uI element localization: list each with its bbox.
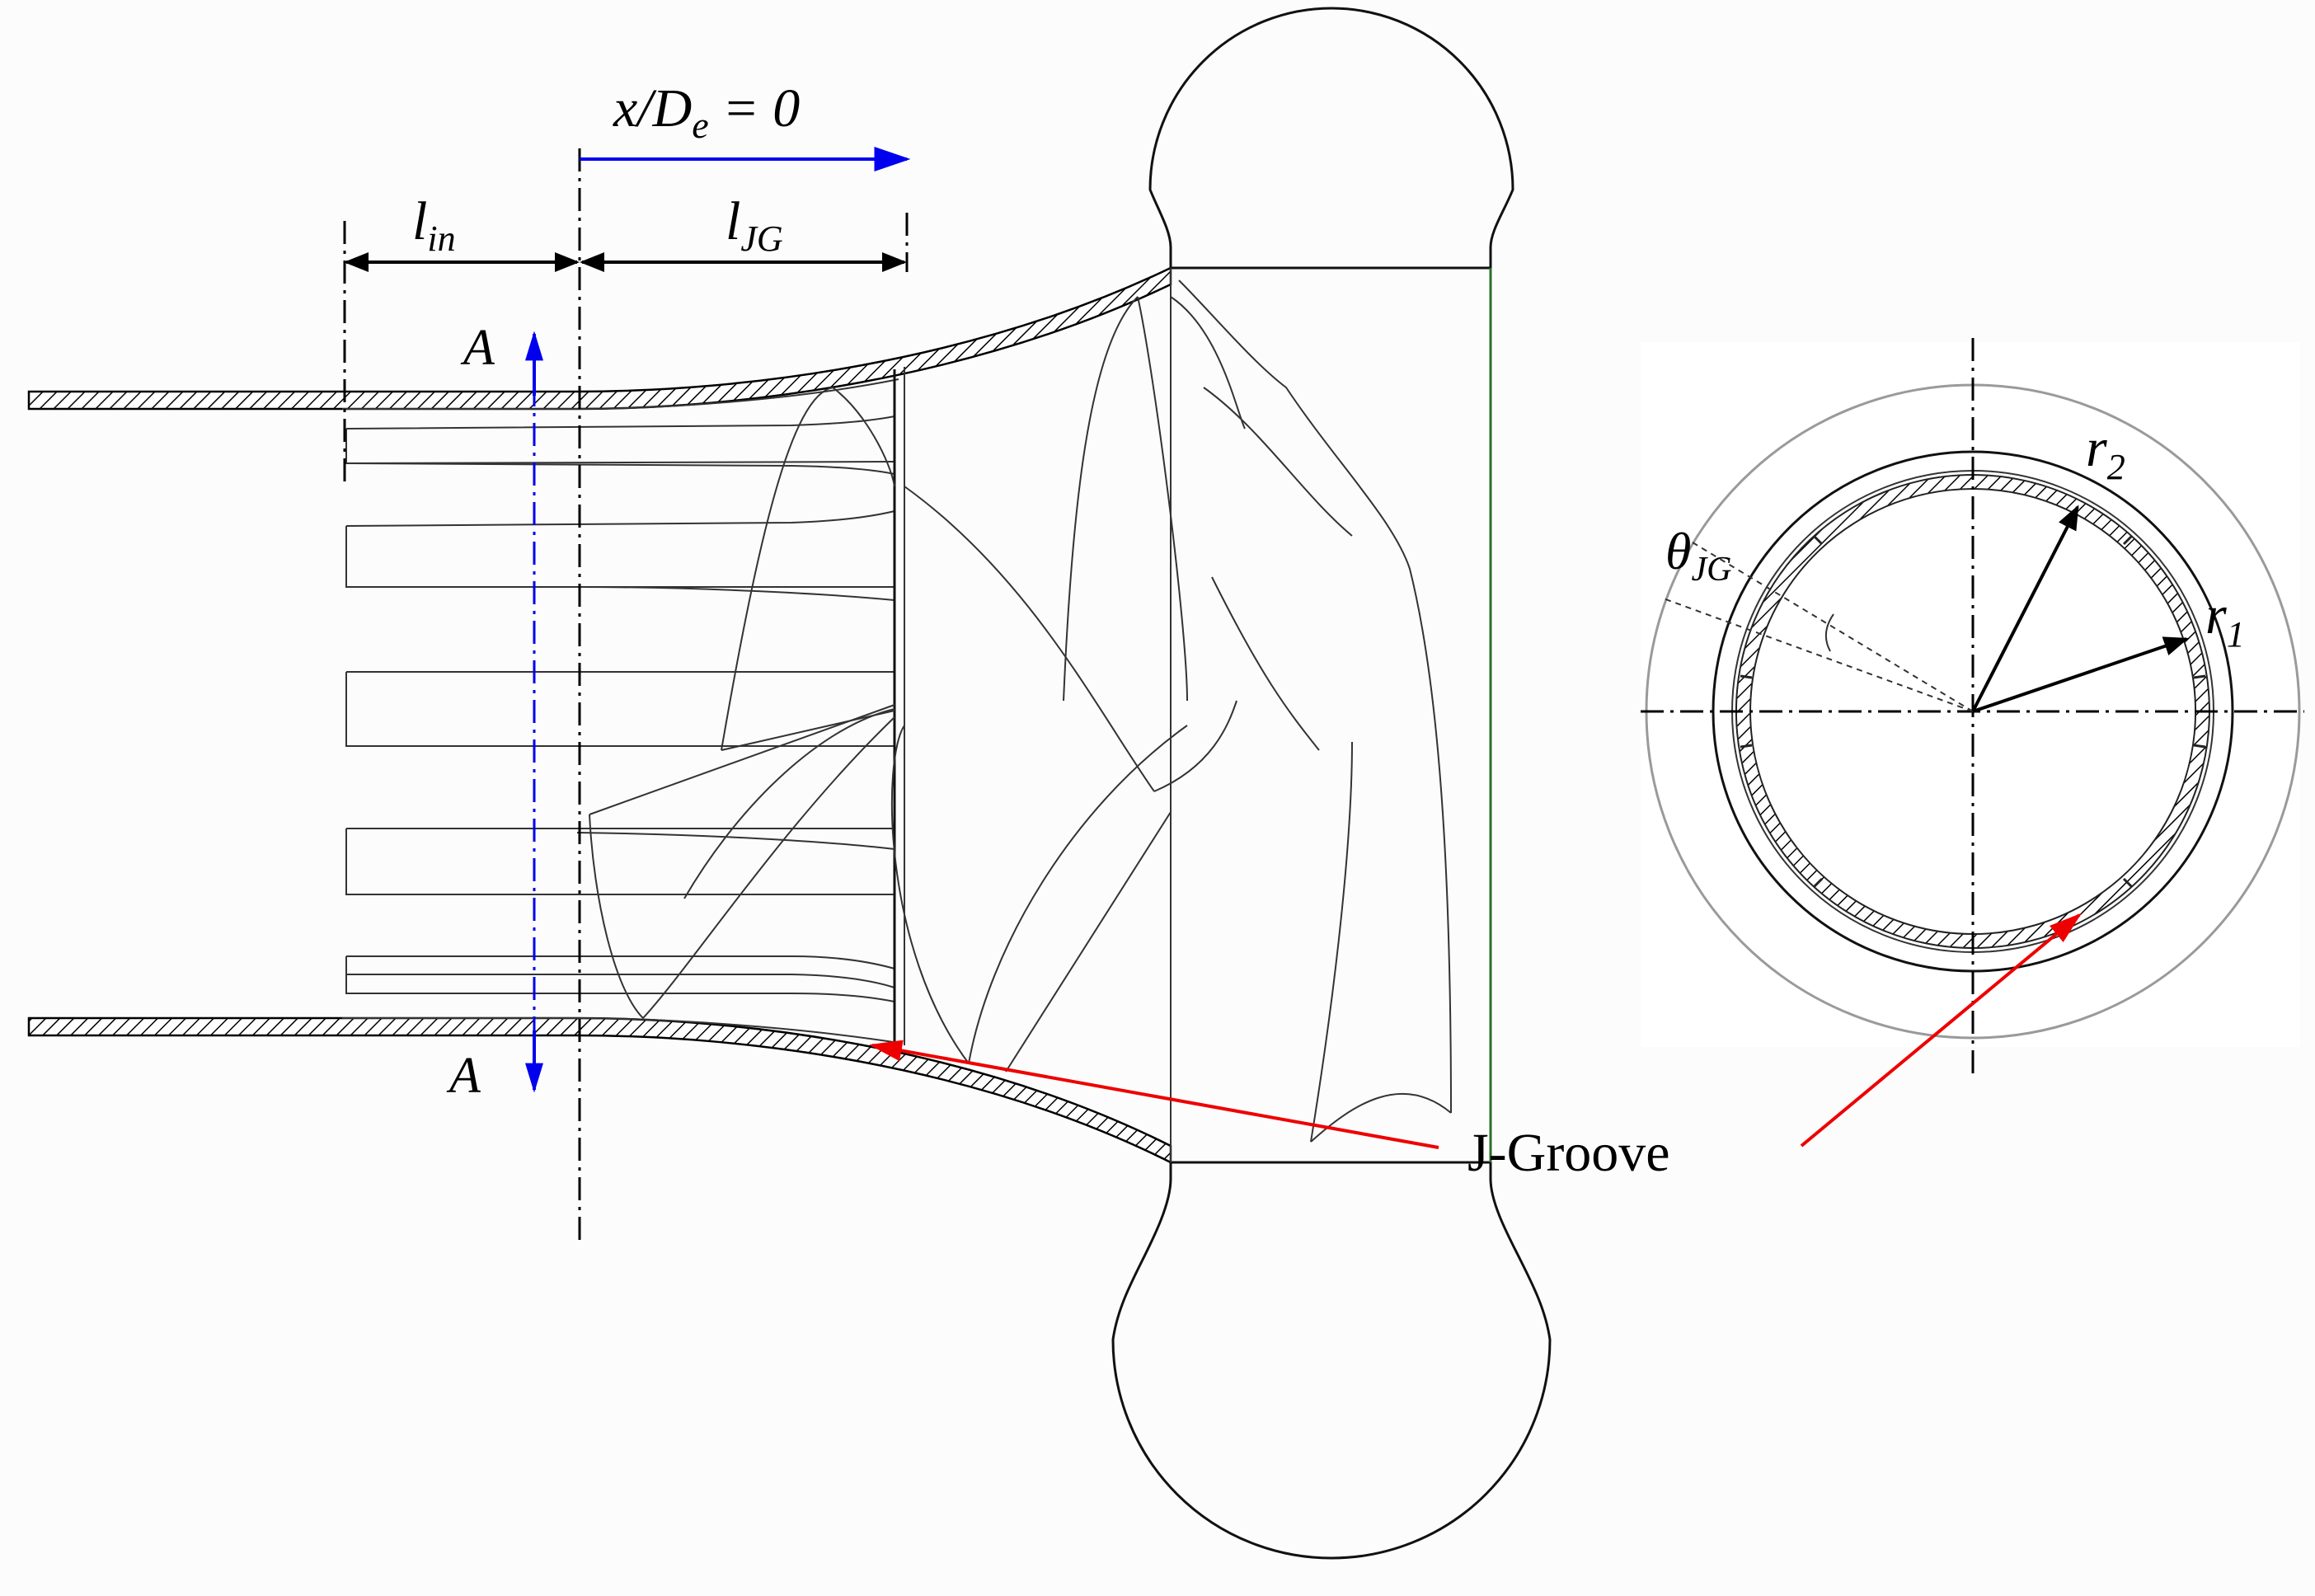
theta-line-2 [1660, 597, 1974, 712]
j-groove-pointer-side [869, 1040, 1439, 1149]
impeller-blades [1178, 279, 1452, 1143]
r2-label: r2 [2086, 418, 2125, 487]
volute-top [1148, 7, 1514, 268]
j-groove-slots [345, 415, 895, 1002]
inducer-blades [589, 296, 1246, 1073]
theta-line-1 [1688, 539, 1974, 712]
r1-arrow [1972, 636, 2189, 713]
j-groove-pointer-section [1800, 913, 2083, 1148]
side-view: x/De = 0 lin lJG A A J-Groove [27, 7, 1670, 1560]
theta-arc [1824, 613, 1834, 652]
l-in-label: lin [412, 191, 456, 259]
liner-ring [1735, 474, 2210, 949]
upper-groove-liner [342, 378, 899, 410]
j-groove-label: J-Groove [1467, 1123, 1670, 1183]
section-a-top-label: A [460, 320, 495, 376]
section-a-bottom-label: A [446, 1048, 481, 1104]
r1-label: r1 [2205, 585, 2245, 655]
volute-bottom [1111, 1162, 1552, 1560]
cross-section-view: θJG r2 r1 [1641, 338, 2304, 1148]
r2-arrow [1971, 505, 2079, 712]
theta-jg-label: θJG [1665, 522, 1731, 589]
lower-pipe-wall [27, 1016, 1172, 1165]
lower-groove-liner [342, 1017, 899, 1044]
x-de-label: x/De = 0 [613, 78, 800, 146]
upper-pipe-wall [27, 266, 1172, 411]
l-jg-label: lJG [725, 191, 783, 259]
